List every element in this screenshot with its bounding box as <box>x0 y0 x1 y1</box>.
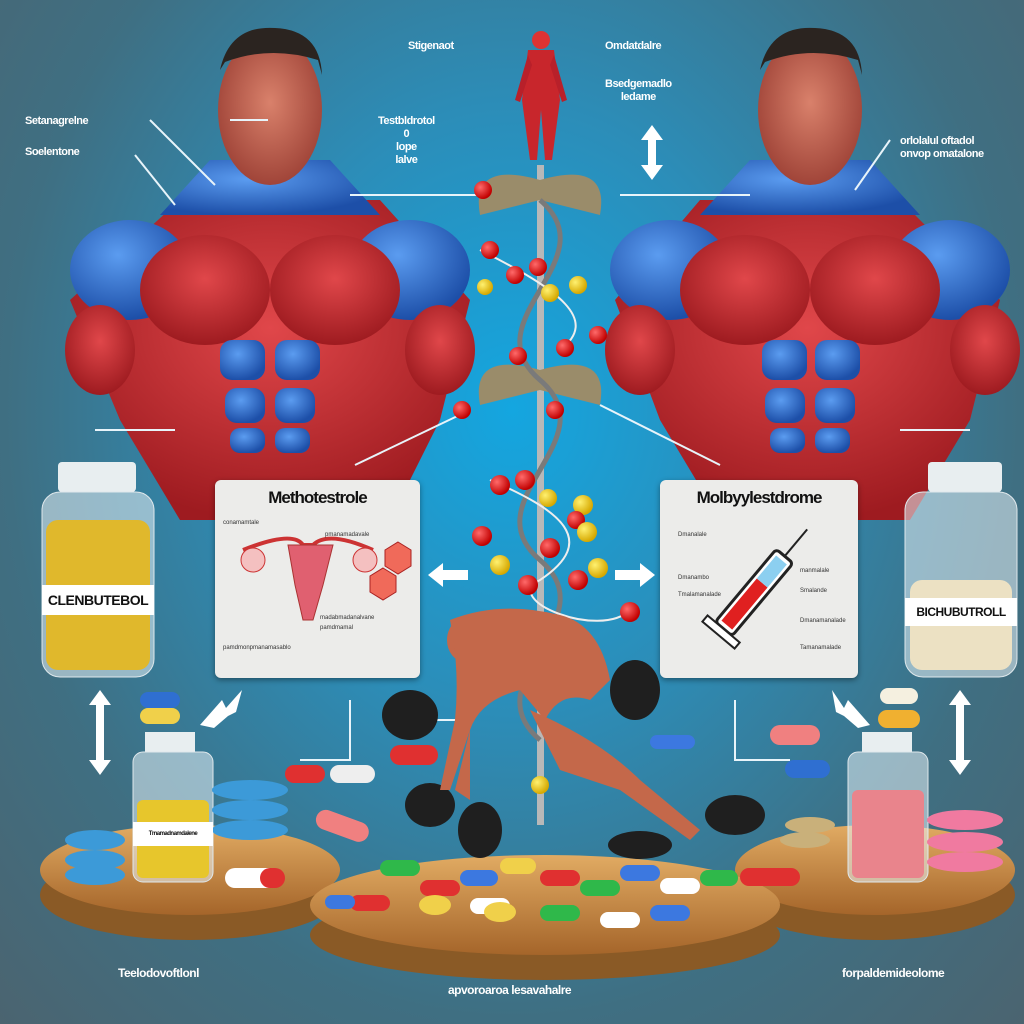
annotation: manmalale <box>800 568 830 574</box>
pill-pile <box>325 858 738 928</box>
anatomy-figure-left <box>65 27 475 520</box>
panel-molbyylestdrome: Molbyylestdrome Dmanalale manmalale Dman… <box>660 480 858 678</box>
bottom-label-right: forpaldemideolome <box>842 966 945 980</box>
annotation: Dmanamanalade <box>800 618 846 624</box>
annotation: Tmalamanalade <box>678 592 722 598</box>
molecule-balls <box>453 181 640 794</box>
label-center-far-right: Bsedgemadlo ledame <box>605 78 672 104</box>
annotation: Dmanambo <box>678 575 710 581</box>
label-line: onvop omatalone <box>900 148 984 160</box>
mini-anatomy-figure <box>515 31 567 160</box>
annotation: Smalande <box>800 588 828 594</box>
benzene-ring-icon <box>384 541 412 575</box>
annotation: conamamtale <box>223 520 260 526</box>
arrows <box>89 125 971 775</box>
uterus-diagram-icon <box>240 536 412 621</box>
label-line: Testbldrotol <box>378 115 435 127</box>
annotation: pmanamadavale <box>325 532 370 538</box>
bottom-label-center: apvoroaroa lesavahalre <box>448 983 572 997</box>
dumbbells <box>382 660 765 859</box>
connector-lines <box>95 119 970 761</box>
label-line: Bsedgemadlo <box>605 78 672 90</box>
syringe-icon <box>700 528 808 650</box>
capsules <box>140 688 920 888</box>
label-center-right: Omdatdalre <box>605 40 662 52</box>
label-line: lope <box>396 141 417 153</box>
jar-label-left: CLENBUTEBOL <box>42 585 154 615</box>
label-right: orlolalul oftadol onvop omatalone <box>900 135 984 161</box>
annotation: Dmanalale <box>678 532 707 538</box>
jar-label-right: BICHUBUTROLL <box>905 598 1017 626</box>
label-center-mid: Testbldrotol 0 lope lalve <box>378 115 435 167</box>
panel-title: Molbyylestdrome <box>696 488 823 507</box>
bottom-label-left: Teelodovoftlonl <box>118 966 199 980</box>
anatomy-figure-right <box>605 27 1020 520</box>
label-line: ledame <box>620 91 656 103</box>
jar-left <box>41 462 155 678</box>
label-line: orlolalul oftadol <box>900 135 974 147</box>
annotation: madabmadanalvane <box>320 615 375 621</box>
benzene-ring-icon <box>369 567 397 601</box>
bodybuilder-lifting <box>440 608 700 840</box>
pink-tablets <box>927 810 1003 872</box>
annotation: pamdmonpmanamasablo <box>223 645 291 651</box>
label-line: lalve <box>395 154 418 166</box>
panel-methotestrole: Methotestrole conamamtale pmanamadavale … <box>215 480 420 678</box>
panel-title: Methotestrole <box>268 488 367 507</box>
label-center-left: Stigenaot <box>408 40 454 52</box>
vial-right <box>847 732 929 883</box>
label-left-1: Setanagrelne <box>25 115 89 127</box>
vial-left <box>132 732 214 883</box>
label-left-2: Soelentone <box>25 146 80 158</box>
blue-tablets <box>65 780 288 885</box>
vial-label: Tmamadnamdalene <box>133 822 213 846</box>
annotation: pamdmamal <box>320 625 354 631</box>
jar-right <box>904 462 1018 678</box>
label-line: 0 <box>403 128 410 140</box>
annotation: Tamanamalade <box>800 645 842 651</box>
